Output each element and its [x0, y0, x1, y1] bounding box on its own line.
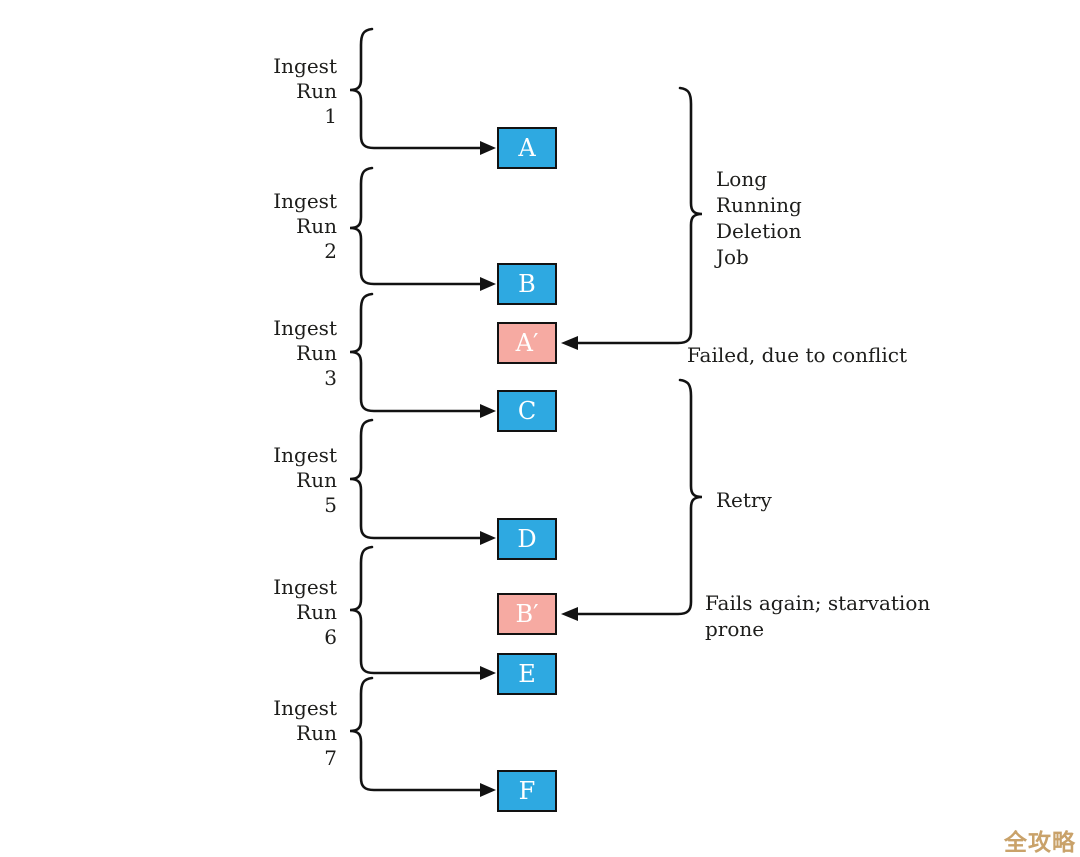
box-letter: A′	[515, 329, 539, 357]
deletion-job-connector	[561, 86, 703, 350]
retry-arrowhead-icon	[561, 607, 578, 621]
run-1-brace	[349, 27, 482, 150]
deletion-job-label-line: Long	[716, 167, 768, 191]
box-letter: D	[517, 525, 537, 553]
retry-label: Retry	[716, 488, 772, 512]
run-label-word: Ingest	[273, 189, 337, 213]
run-label-number: 1	[324, 104, 337, 128]
run-3-connector	[349, 292, 496, 418]
run-2-brace	[349, 166, 482, 286]
run-label-word: Ingest	[273, 54, 337, 78]
watermark: 全攻略	[1004, 830, 1076, 856]
run-label-1: Ingest Run 1	[197, 54, 337, 129]
box-letter: B	[518, 270, 536, 298]
deletion-job-brace	[576, 86, 703, 345]
run-label-word: Ingest	[273, 575, 337, 599]
fails-again-label-line: prone	[705, 617, 765, 641]
box-e: E	[497, 653, 557, 695]
run-5-brace	[349, 418, 482, 540]
failed-conflict-label: Failed, due to conflict	[687, 343, 907, 367]
box-d: D	[497, 518, 557, 560]
run-label-number: 7	[324, 746, 337, 770]
run-6-brace	[349, 545, 482, 675]
run-6-connector	[349, 545, 496, 680]
deletion-job-arrowhead-icon	[561, 336, 578, 350]
run-5-connector	[349, 418, 496, 545]
run-label-number: 2	[324, 239, 337, 263]
box-c: C	[497, 390, 557, 432]
run-label-word: Run	[296, 721, 337, 745]
run-3-brace	[349, 292, 482, 413]
run-1-connector	[349, 27, 496, 155]
box-letter: A	[518, 134, 536, 162]
run-5-arrowhead-icon	[480, 531, 496, 545]
run-label-number: 5	[324, 493, 337, 517]
run-label-word: Run	[296, 341, 337, 365]
run-2-connector	[349, 166, 496, 291]
box-f: F	[497, 770, 557, 812]
run-label-number: 6	[324, 625, 337, 649]
box-letter: C	[517, 397, 537, 425]
box-letter: E	[518, 660, 536, 688]
run-3-arrowhead-icon	[480, 404, 496, 418]
run-7-brace	[349, 676, 482, 792]
box-letter: B′	[515, 600, 539, 628]
run-7-arrowhead-icon	[480, 783, 496, 797]
retry-connector	[561, 378, 703, 621]
run-label-5: Ingest Run 5	[197, 443, 337, 518]
run-label-word: Run	[296, 468, 337, 492]
run-label-word: Run	[296, 214, 337, 238]
deletion-job-label-line: Job	[716, 245, 749, 269]
deletion-job-label: Long Running Deletion Job	[716, 166, 802, 270]
run-2-arrowhead-icon	[480, 277, 496, 291]
run-7-connector	[349, 676, 496, 797]
run-label-word: Ingest	[273, 443, 337, 467]
run-label-word: Run	[296, 600, 337, 624]
run-label-2: Ingest Run 2	[197, 189, 337, 264]
deletion-job-label-line: Running	[716, 193, 802, 217]
fails-again-label: Fails again; starvation prone	[705, 590, 930, 642]
deletion-job-label-line: Deletion	[716, 219, 802, 243]
box-a: A	[497, 127, 557, 169]
box-a-prime: A′	[497, 322, 557, 364]
run-label-word: Run	[296, 79, 337, 103]
run-1-arrowhead-icon	[480, 141, 496, 155]
run-label-3: Ingest Run 3	[197, 316, 337, 391]
run-label-6: Ingest Run 6	[197, 575, 337, 650]
box-b-prime: B′	[497, 593, 557, 635]
box-b: B	[497, 263, 557, 305]
run-label-word: Ingest	[273, 696, 337, 720]
box-letter: F	[518, 777, 536, 805]
retry-brace	[576, 378, 703, 616]
run-label-number: 3	[324, 366, 337, 390]
run-label-7: Ingest Run 7	[197, 696, 337, 771]
run-6-arrowhead-icon	[480, 666, 496, 680]
fails-again-label-line: Fails again; starvation	[705, 591, 931, 615]
run-label-word: Ingest	[273, 316, 337, 340]
